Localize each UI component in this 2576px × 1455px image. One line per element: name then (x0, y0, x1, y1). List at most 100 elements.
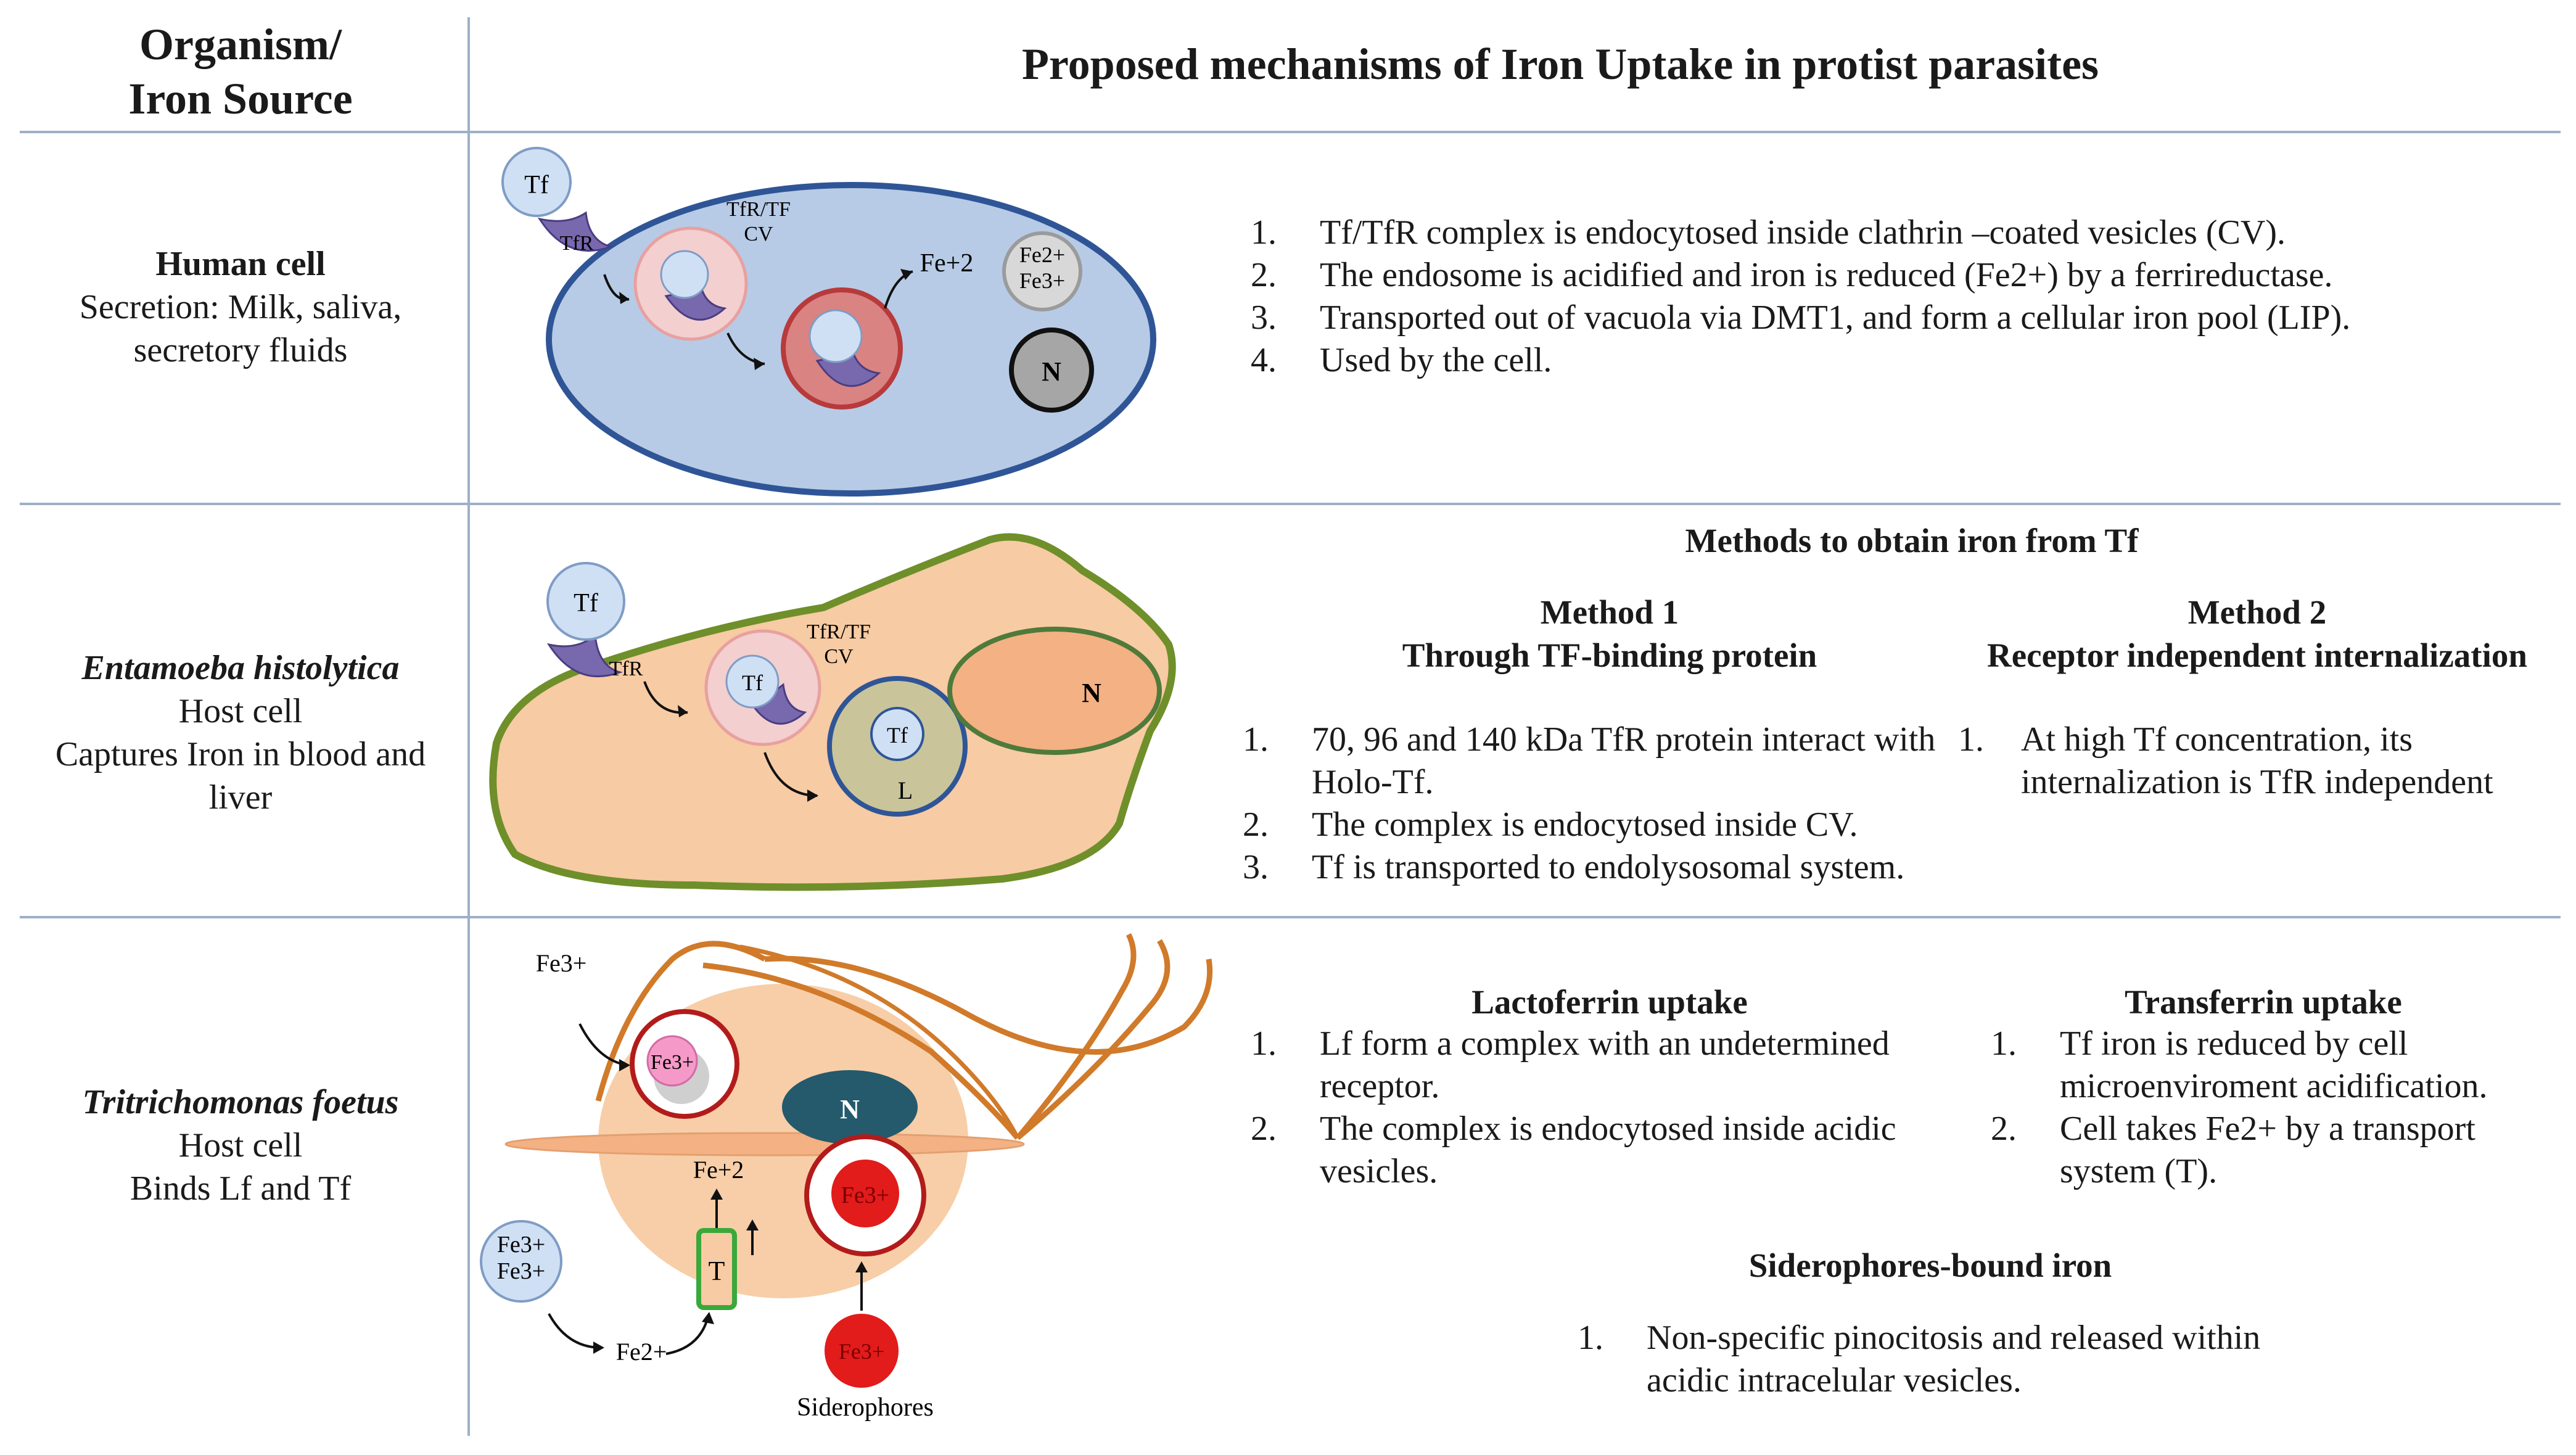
amoeba-nucleus (947, 627, 1162, 755)
trichomonas-nucleus-label: N (840, 1094, 860, 1124)
header-divider (20, 131, 2561, 133)
cv-tf-molecule (660, 250, 709, 299)
human-step-4-num: 4. (1251, 341, 1277, 379)
tf-title: Transferrin uptake (2125, 983, 2402, 1021)
lf-steps: 1.Lf form a complex with an undetermined… (1240, 1023, 1967, 1193)
entamoeba-line1: Host cell (178, 692, 303, 730)
human-step-2-num: 2. (1251, 256, 1277, 294)
amoeba-cv-tf (725, 654, 780, 709)
method1-step-3-num: 3. (1243, 848, 1269, 886)
method2-heading: Method 2 Receptor independent internaliz… (1949, 591, 2566, 677)
row-divider-1 (20, 503, 2561, 505)
tf-fe3-bubble (480, 1220, 562, 1303)
flagellum-2 (764, 955, 1213, 1055)
tritrichomonas-organism-cell: Tritrichomonas foetus Host cell Binds Lf… (25, 1081, 456, 1210)
amoeba-tfr-label: TfR (609, 657, 643, 680)
tf-step-2-text: Cell takes Fe2+ by a transport system (T… (2060, 1110, 2475, 1190)
tf-step-1-num: 1. (1991, 1024, 2017, 1063)
method1-step-2-num: 2. (1243, 806, 1269, 844)
endosome-tf-molecule (809, 309, 863, 363)
tf-fe3-label-a: Fe3+ (497, 1232, 545, 1258)
method2-steps: 1.At high Tf concentration, its internal… (1947, 719, 2564, 804)
lf-step-1: 1.Lf form a complex with an undetermined… (1240, 1023, 1967, 1108)
human-step-3: 3.Transported out of vacuola via DMT1, a… (1240, 297, 2553, 339)
tf-fe3-label-b: Fe3+ (497, 1258, 545, 1284)
iron-pool-fe2: Fe2+ (1019, 242, 1065, 267)
lf-vesicle-fe-label: Fe3+ (651, 1051, 694, 1074)
siderophore-vesicle-fe (831, 1160, 899, 1227)
human-cell-diagram: Tf TfR TfR/TF CV Fe+2 Fe2+ Fe3+ N (501, 147, 1156, 497)
tfr-label: TfR (560, 232, 594, 255)
mechanisms-header: Proposed mechanisms of Iron Uptake in pr… (1021, 39, 2099, 89)
lf-vesicle-fe (646, 1035, 698, 1087)
human-step-4-text: Used by the cell. (1320, 341, 1552, 379)
sid-step-1-num: 1. (1578, 1319, 1603, 1357)
fe2-bottom-label: Fe2+ (616, 1338, 667, 1366)
human-step-1: 1.Tf/TfR complex is endocytosed inside c… (1240, 212, 2553, 254)
tritrichomonas-line2: Binds Lf and Tf (130, 1169, 352, 1208)
iron-pool (1002, 231, 1082, 311)
method1-heading: Method 1 Through TF-binding protein (1283, 591, 1936, 677)
siderophores-label: Siderophores (797, 1393, 934, 1422)
tf-step-2-num: 2. (1991, 1110, 2017, 1148)
sid-steps: 1. Non-specific pinocitosis and released … (1566, 1317, 2276, 1402)
tf-step-1: 1.Tf iron is reduced by cell microenviro… (1980, 1023, 2566, 1108)
lysosome-tf (870, 707, 924, 761)
organism-header-line1: Organism/ (139, 20, 342, 69)
human-organism-cell: Human cell Secretion: Milk, saliva, secr… (25, 242, 456, 372)
tfr-receptor-shape (537, 211, 614, 252)
amoeba-cv-tf-label: Tf (742, 670, 763, 695)
method1-steps: 1.70, 96 and 140 kDa TfR protein interac… (1232, 719, 1959, 889)
human-step-1-text: Tf/TfR complex is endocytosed inside cla… (1320, 213, 2286, 252)
organism-header-line2: Iron Source (128, 74, 353, 123)
arrow-to-cv-head (619, 292, 629, 304)
arrow-siderophore-up-head (855, 1261, 868, 1272)
method1-step-3-text: Tf is transported to endolysosomal syste… (1312, 848, 1905, 886)
human-step-2: 2. The endosome is acidified and iron is … (1240, 254, 2553, 297)
arrow-to-lf-vesicle-head (619, 1059, 630, 1071)
method2-sub: Receptor independent internalization (1987, 637, 2527, 674)
arrow-to-endosome-head (754, 358, 765, 370)
siderophore-fe-label: Fe3+ (839, 1339, 884, 1364)
tritrichomonas-line1: Host cell (178, 1126, 303, 1164)
method1-step-2: 2.The complex is endocytosed inside CV. (1232, 804, 1959, 846)
entamoeba-line2: Captures Iron in blood and (55, 735, 426, 773)
iron-pool-fe3: Fe3+ (1019, 268, 1065, 293)
sid-step-1-text: Non-specific pinocitosis and released wi… (1647, 1319, 2261, 1399)
human-cell-name: Human cell (155, 245, 326, 283)
fe-plus2-inside-label: Fe+2 (693, 1156, 744, 1184)
cv-label: CV (744, 223, 773, 245)
tritrichomonas-diagram: Fe3+ Fe3+ N Fe+2 Fe3+ T Fe3+ Fe3+ Fe2+ F… (480, 933, 1213, 1422)
method1-step-1-num: 1. (1243, 720, 1269, 759)
tritrichomonas-name: Tritrichomonas foetus (82, 1083, 399, 1121)
human-step-3-text: Transported out of vacuola via DMT1, and… (1320, 299, 2351, 337)
organism-header: Organism/ Iron Source (25, 17, 456, 126)
fe3-outside-label: Fe3+ (536, 949, 587, 977)
lf-step-2-num: 2. (1251, 1110, 1277, 1148)
method2-step-1-num: 1. (1958, 720, 1984, 759)
tf-steps: 1.Tf iron is reduced by cell microenviro… (1980, 1023, 2566, 1193)
amoeba-tfr-shape (546, 633, 623, 677)
method2-step-1: 1.At high Tf concentration, its internal… (1947, 719, 2564, 804)
flagellum-6 (739, 944, 1020, 1139)
arrow-fe2-up-head (710, 1189, 723, 1200)
method1-sub: Through TF-binding protein (1402, 637, 1817, 674)
human-source-line1: Secretion: Milk, saliva, (79, 288, 402, 326)
entamoeba-name: Entamoeba histolytica (81, 649, 400, 687)
trichomonas-axostyle (504, 1132, 1025, 1156)
amoeba-cv-label: CV (824, 645, 854, 668)
sid-title: Siderophores-bound iron (1748, 1247, 2112, 1284)
arrow-t-up-head (746, 1219, 759, 1230)
method2-title: Method 2 (2187, 593, 2327, 631)
human-nucleus-label: N (1042, 357, 1061, 387)
human-step-2-text: The endosome is acidified and iron is re… (1320, 256, 2333, 294)
arrow-fe2-to-t (665, 1316, 709, 1355)
arrow-fe2-to-t-head (702, 1312, 714, 1324)
flagellum-1 (595, 941, 767, 1102)
tf-step-2: 2. Cell takes Fe2+ by a transport system … (1980, 1108, 2566, 1193)
transporter-t (696, 1228, 737, 1310)
human-nucleus (1009, 328, 1094, 413)
entamoeba-organism-cell: Entamoeba histolytica Host cell Captures… (25, 646, 456, 819)
amoeba-membrane (489, 533, 1176, 891)
tfr-tf-label: TfR/TF (726, 198, 791, 221)
